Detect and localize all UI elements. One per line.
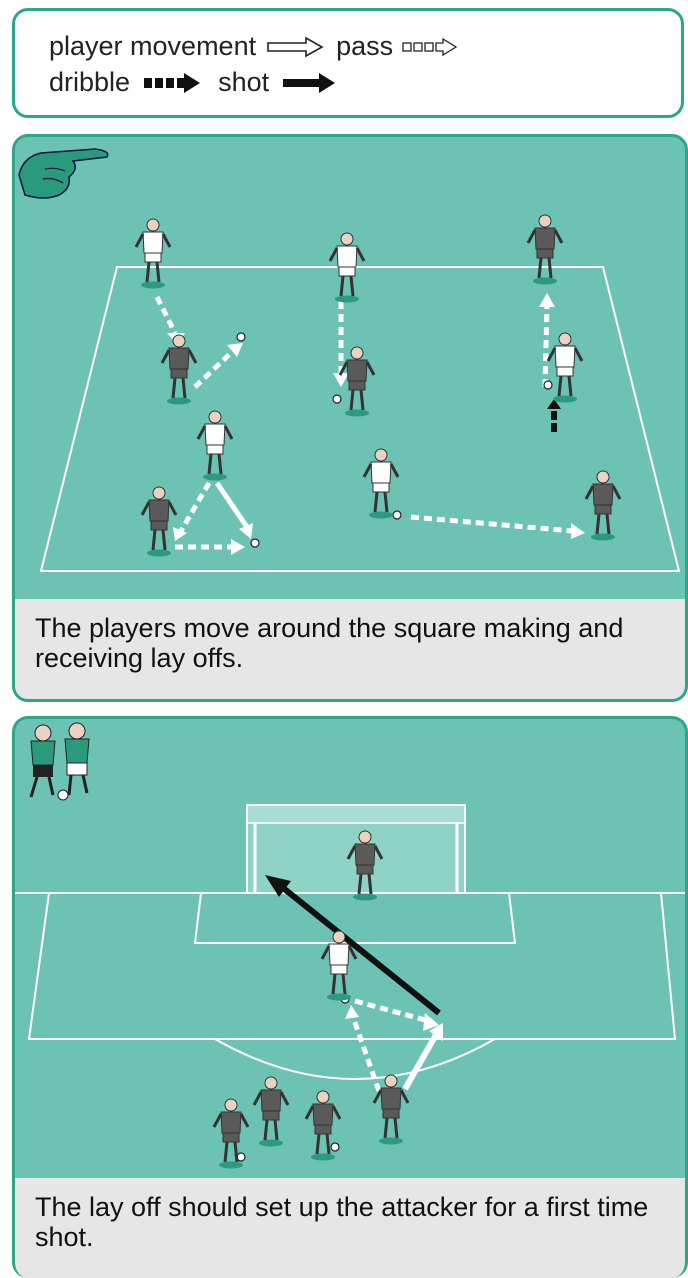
legend-row-2: dribble shot (49, 67, 337, 98)
dribble-arrow-icon (142, 72, 204, 94)
legend-row-1: player movement pass (49, 31, 463, 62)
panel-lay-offs: The players move around the square makin… (12, 134, 688, 702)
legend-pass-label: pass (336, 31, 393, 62)
panel-first-time-shot: The lay off should set up the attacker f… (12, 716, 688, 1278)
pointing-hand-icon (19, 149, 108, 198)
legend-shot-label: shot (218, 67, 269, 98)
legend-dribble-label: dribble (49, 67, 130, 98)
legend-player-movement-label: player movement (49, 31, 256, 62)
square-outline (41, 267, 679, 571)
panel2-caption: The lay off should set up the attacker f… (15, 1178, 685, 1278)
shot-arrow-icon (281, 72, 337, 94)
pass-arrow-icon (401, 36, 463, 58)
player-movement-arrow-icon (266, 36, 326, 58)
two-players-icon (31, 723, 89, 800)
legend-box: player movement pass dribble shot (12, 8, 684, 118)
panel1-caption: The players move around the square makin… (15, 599, 685, 699)
